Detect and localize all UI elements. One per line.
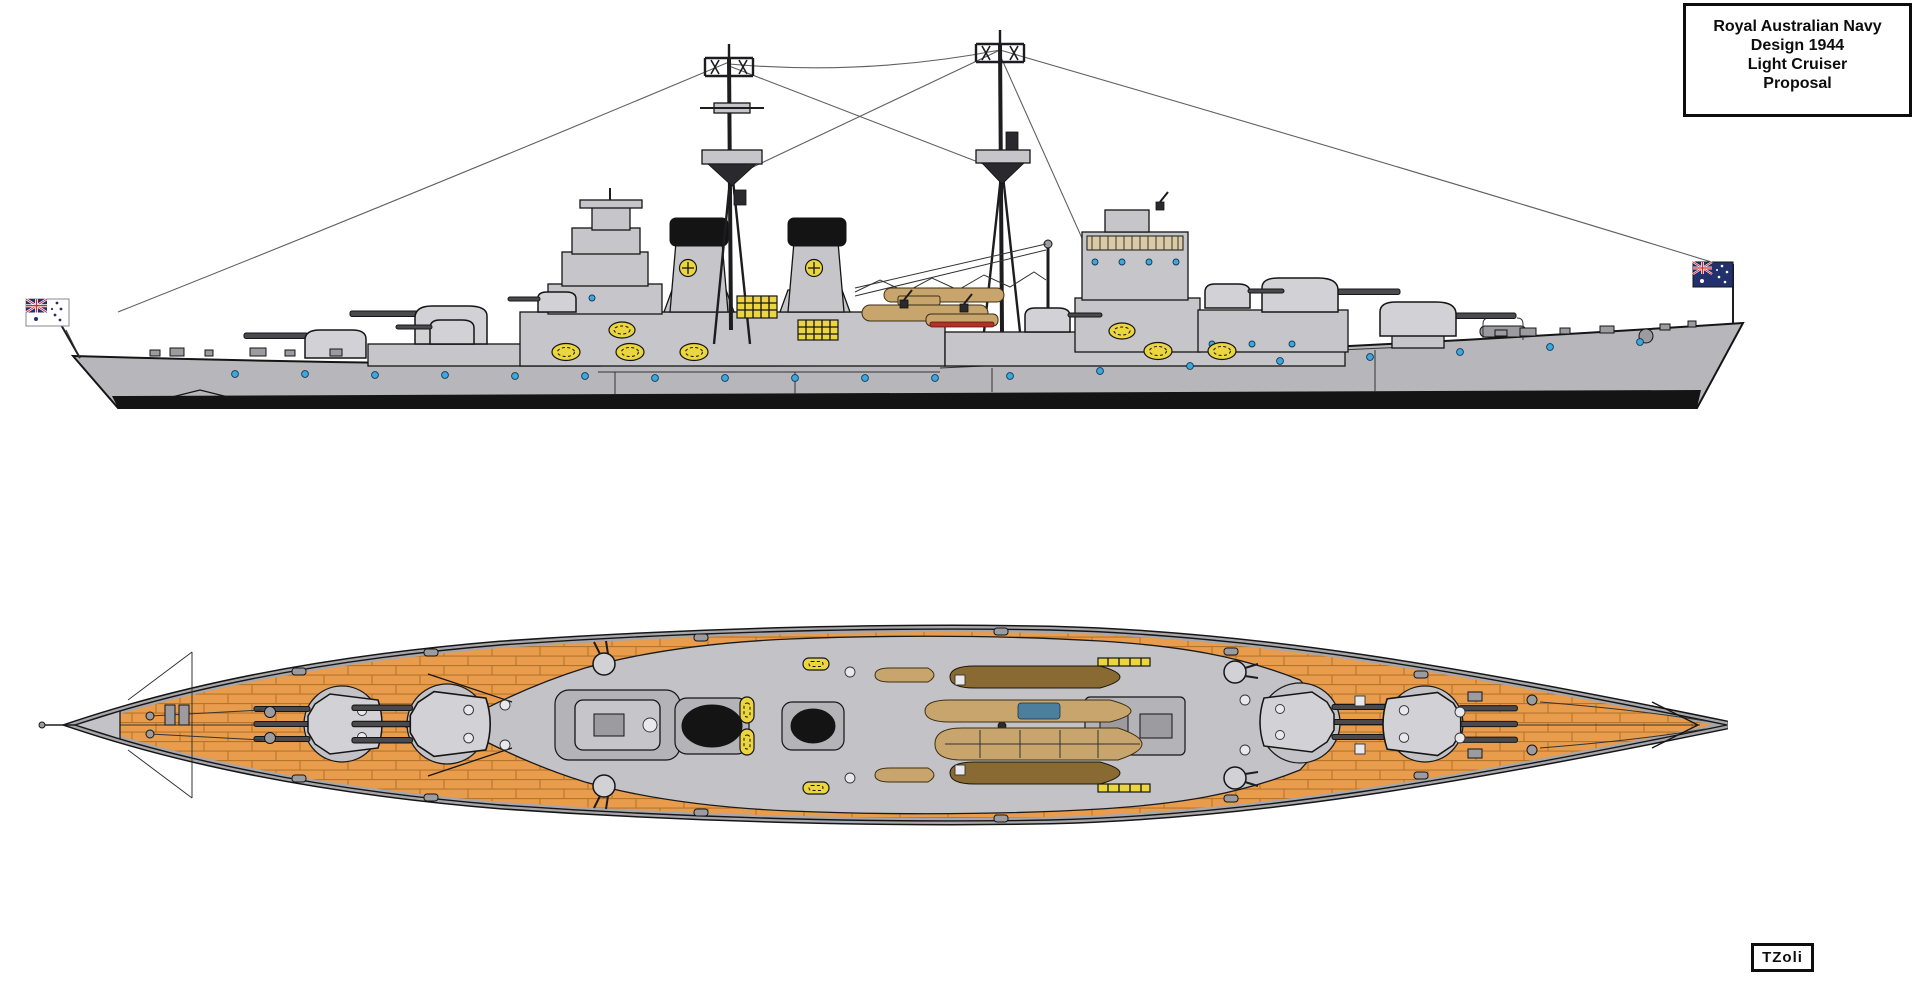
white-ensign-flag xyxy=(25,297,81,359)
turret-x xyxy=(1261,277,1401,313)
deck-fittings-plan xyxy=(291,627,1466,823)
secondary-guns-plan xyxy=(592,640,1259,810)
secondary-guns-side xyxy=(395,191,1285,345)
plan-turrets xyxy=(253,682,1519,765)
title-line-1: Royal Australian Navy xyxy=(1713,18,1882,35)
liferafts-plan xyxy=(739,657,1151,795)
title-line-4: Proposal xyxy=(1763,75,1832,92)
plan-top-view xyxy=(38,624,1728,826)
stern-deck-gear xyxy=(1467,691,1706,759)
title-box: Royal Australian Navy Design 1944 Light … xyxy=(1683,3,1912,117)
rigging-lines xyxy=(117,49,1732,313)
ships-boats-side xyxy=(861,287,1527,340)
mainmast xyxy=(974,28,1031,333)
turret-a xyxy=(243,329,367,359)
title-line-3: Light Cruiser xyxy=(1747,56,1848,73)
liferafts-side xyxy=(551,295,1237,362)
turret-y xyxy=(1379,301,1517,349)
australian-flag xyxy=(1692,261,1734,323)
signature-text: TZoli xyxy=(1762,949,1803,966)
portholes xyxy=(231,338,1644,382)
aft-funnel xyxy=(779,217,851,313)
bow-deck-gear xyxy=(38,651,513,799)
ships-boats-plan xyxy=(874,665,1143,785)
superstructure-side xyxy=(367,188,1349,367)
grid-rafts xyxy=(736,295,839,341)
side-profile-view xyxy=(25,28,1745,409)
title-line-2: Design 1944 xyxy=(1750,37,1845,54)
fore-funnel xyxy=(663,217,735,313)
foremast xyxy=(700,42,764,345)
signature-box: TZoli xyxy=(1751,943,1814,972)
